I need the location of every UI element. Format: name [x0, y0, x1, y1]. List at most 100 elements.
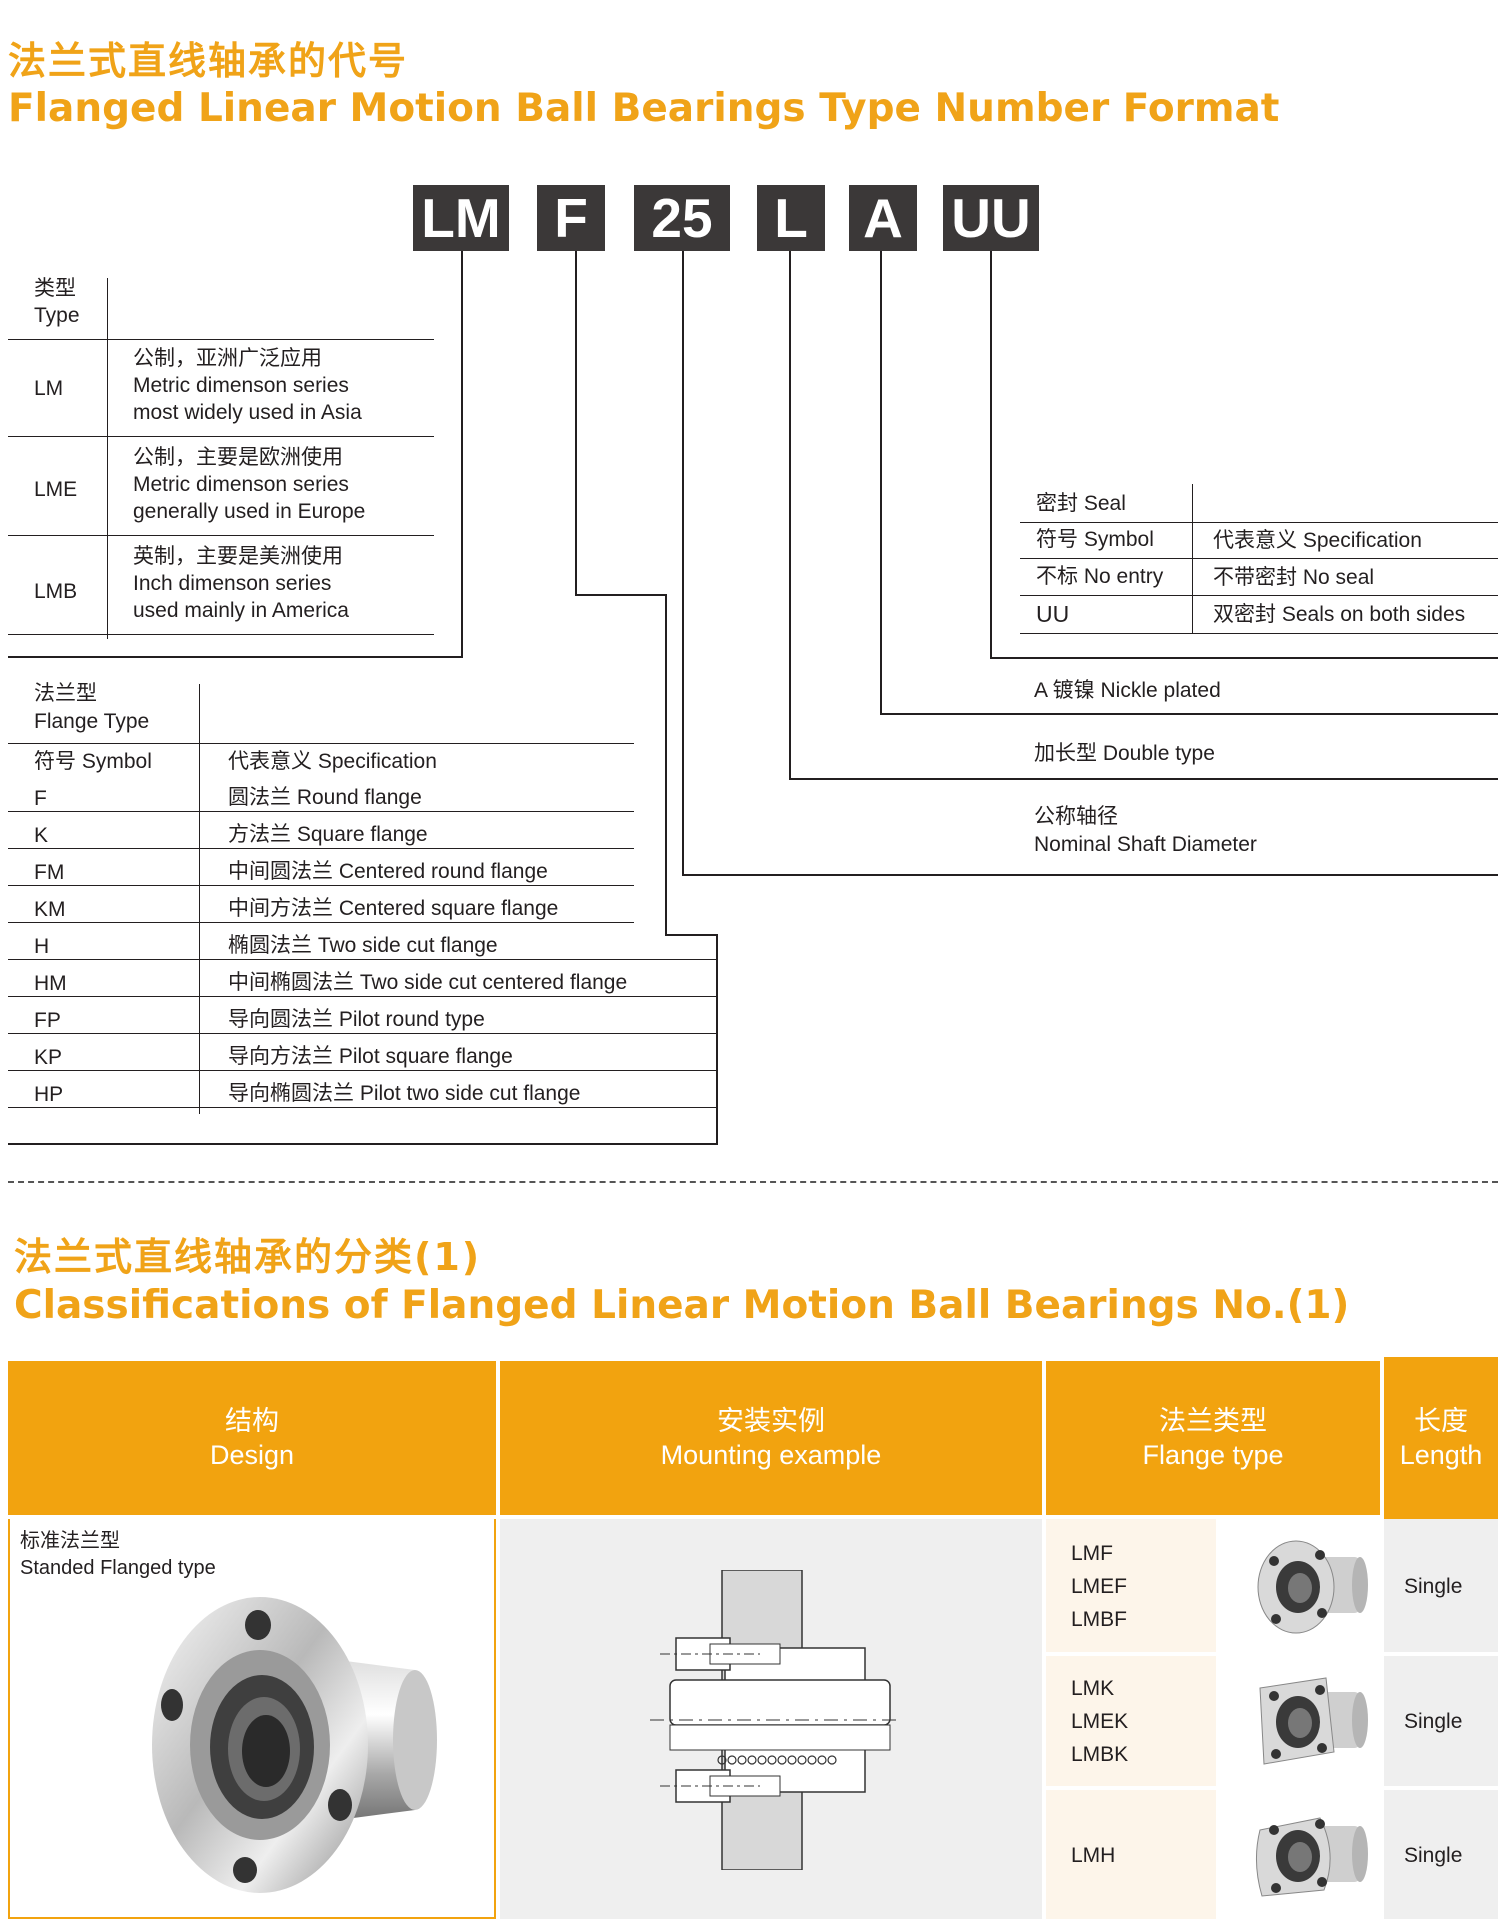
seal-table-rule	[1020, 558, 1498, 559]
flange-symbol: HP	[34, 1083, 64, 1106]
length-cell	[1384, 1790, 1498, 1919]
flange-table-rule	[8, 1107, 718, 1108]
seal-table-divider	[1192, 484, 1193, 634]
length-cell	[1384, 1656, 1498, 1786]
flange-table-rule	[8, 922, 634, 923]
flange-table-rule	[8, 885, 634, 886]
length-value: Single	[1404, 1710, 1463, 1733]
type-desc-en: Metric dimenson series	[133, 473, 349, 496]
header-length-cn: 长度	[1414, 1406, 1468, 1436]
connector-f-h2	[665, 934, 718, 936]
flange-symbol: K	[34, 824, 49, 847]
type-table-rule	[8, 634, 434, 635]
connector-lm-bottom	[8, 656, 463, 658]
flange-symbol: KP	[34, 1046, 63, 1069]
header-design: 结构 Design	[8, 1361, 496, 1515]
section2-title-en: Classifications of Flanged Linear Motion…	[14, 1283, 1350, 1328]
type-code: LMB	[34, 580, 78, 603]
header-length-en: Length	[1399, 1440, 1483, 1470]
design-label-en: Standed Flanged type	[20, 1557, 216, 1579]
type-header-en: Type	[34, 304, 80, 327]
header-mounting-cn: 安装实例	[717, 1406, 825, 1436]
flange-col-symbol: 符号 Symbol	[34, 750, 152, 773]
header-length: 长度 Length	[1384, 1357, 1498, 1519]
flange-type-code: LMH	[1071, 1843, 1116, 1867]
flange-table-divider	[199, 684, 200, 1114]
length-cell	[1384, 1519, 1498, 1652]
type-header-cn: 类型	[34, 277, 76, 300]
flange-table-rule	[8, 811, 634, 812]
type-table-divider	[107, 278, 108, 639]
flange-spec: 中间椭圆法兰 Two side cut centered flange	[228, 971, 628, 994]
round-flange-bearing-image	[1257, 1540, 1368, 1633]
flange-type-cell	[1046, 1656, 1216, 1786]
seal-table-rule	[1020, 595, 1498, 596]
round-flange-bearing-image	[152, 1597, 437, 1893]
flange-table-rule	[8, 743, 634, 744]
flange-header-cn: 法兰型	[34, 682, 97, 705]
connector-f-h1	[575, 594, 667, 596]
type-table-rule	[8, 436, 434, 437]
flange-type-code: LMEK	[1071, 1710, 1129, 1733]
flange-spec: 导向椭圆法兰 Pilot two side cut flange	[228, 1082, 581, 1105]
flange-symbol: H	[34, 935, 50, 958]
connector-uu	[990, 251, 992, 659]
connector-size-h	[682, 874, 1498, 876]
connector-l	[789, 251, 791, 780]
connector-lm	[461, 251, 463, 657]
flange-spec: 中间圆法兰 Centered round flange	[228, 860, 548, 883]
flange-spec: 导向方法兰 Pilot square flange	[228, 1045, 513, 1068]
code-box-lm: LM	[413, 185, 509, 251]
header-flange-type-cn: 法兰类型	[1159, 1406, 1267, 1436]
flange-spec: 中间方法兰 Centered square flange	[228, 897, 559, 920]
type-code: LME	[34, 478, 78, 501]
type-table-rule	[8, 339, 434, 340]
code-box-l: L	[757, 185, 825, 251]
code-box-a: A	[849, 185, 917, 251]
mounting-example-drawing	[650, 1570, 900, 1870]
section2-title-cn: 法兰式直线轴承的分类(1)	[14, 1235, 482, 1279]
cut-flange-bearing-image	[1255, 1816, 1368, 1897]
seal-symbol: 不标 No entry	[1036, 565, 1164, 588]
connector-a-h	[880, 713, 1498, 715]
header-design-en: Design	[209, 1440, 295, 1470]
type-desc-cn: 公制，主要是欧洲使用	[133, 446, 343, 469]
header-mounting: 安装实例 Mounting example	[500, 1361, 1042, 1515]
seal-symbol: UU	[1036, 601, 1070, 627]
type-code: LM	[34, 377, 64, 400]
flange-table-rule	[8, 848, 634, 849]
type-desc-cn: 公制，亚洲广泛应用	[133, 347, 322, 370]
type-desc-cn: 英制，主要是美洲使用	[133, 545, 343, 568]
type-table-rule	[8, 535, 434, 536]
flange-type-code: LMBF	[1071, 1607, 1128, 1631]
label-shaft-diameter-en: Nominal Shaft Diameter	[1034, 833, 1257, 856]
connector-f-v3	[716, 934, 718, 1145]
code-box-uu: UU	[943, 185, 1039, 251]
flange-type-code: LMEF	[1071, 1574, 1128, 1598]
type-desc-en: Metric dimenson series	[133, 374, 349, 397]
connector-f	[575, 251, 577, 595]
flange-spec: 方法兰 Square flange	[228, 823, 428, 846]
flange-type-code: LMK	[1071, 1677, 1115, 1700]
seal-col-spec: 代表意义 Specification	[1213, 529, 1422, 552]
label-nickle-plated: A 镀镍 Nickle plated	[1034, 679, 1221, 702]
code-box-f: F	[537, 185, 605, 251]
flange-col-spec: 代表意义 Specification	[228, 750, 437, 773]
design-cell	[8, 1519, 496, 1919]
flange-spec: 导向圆法兰 Pilot round type	[228, 1008, 485, 1031]
label-shaft-diameter-cn: 公称轴径	[1034, 805, 1118, 828]
flange-spec: 椭圆法兰 Two side cut flange	[228, 934, 498, 957]
seal-table-rule	[1020, 522, 1498, 523]
flange-type-cell	[1046, 1519, 1216, 1652]
connector-l-h	[789, 778, 1498, 780]
section-divider	[8, 1181, 1498, 1183]
flange-symbol: KM	[34, 898, 66, 921]
flange-symbol: FP	[34, 1009, 61, 1032]
section-title-cn: 法兰式直线轴承的代号	[8, 39, 409, 83]
header-flange-type-en: Flange type	[1142, 1440, 1284, 1470]
header-design-cn: 结构	[225, 1406, 279, 1436]
flange-symbol: HM	[34, 972, 67, 995]
type-desc-en: most widely used in Asia	[133, 401, 362, 424]
flange-spec: 圆法兰 Round flange	[228, 786, 422, 809]
flange-header-en: Flange Type	[34, 710, 150, 733]
